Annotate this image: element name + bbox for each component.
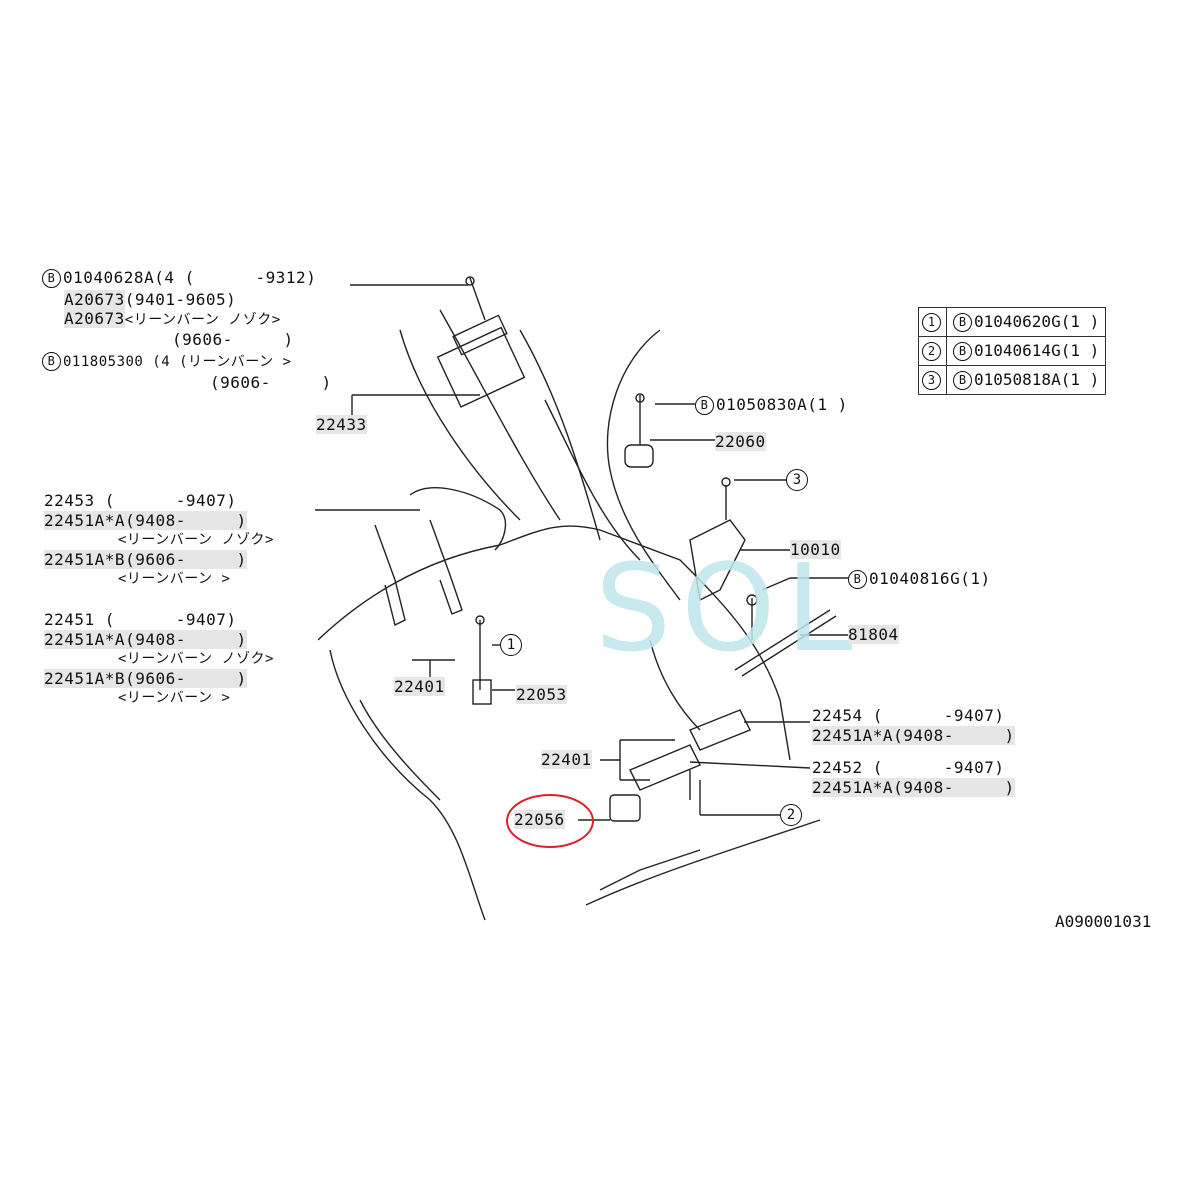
coil-wire-4 bbox=[544, 399, 641, 561]
ignition-coil bbox=[436, 326, 526, 408]
part-label-22401-left: 22401 bbox=[394, 677, 445, 696]
bolt-b-symbol-icon: B bbox=[953, 313, 972, 332]
bolt-label-b2-range: (9606- ) bbox=[210, 373, 332, 392]
coil-wire-1 bbox=[399, 329, 521, 521]
part-label-22451aa-2: 22451A*A(9408- ) bbox=[44, 630, 247, 649]
ref-marker-3: 3 bbox=[786, 469, 808, 491]
coil-wire-3 bbox=[519, 329, 601, 541]
part-label-22451: 22451 ( -9407) bbox=[44, 610, 237, 629]
clip-22053 bbox=[472, 679, 492, 705]
watermark-logo: SOL bbox=[595, 540, 863, 679]
engine-left-contour bbox=[359, 699, 441, 801]
part-label-10010: 10010 bbox=[790, 540, 841, 559]
part-label-22401-right: 22401 bbox=[541, 750, 592, 769]
knock-sensor-cable bbox=[606, 329, 681, 601]
part-label-22451aa-1-note: <リーンバーン ノゾク> bbox=[118, 532, 274, 548]
bolt-b-symbol-icon: B bbox=[695, 396, 714, 415]
document-code: A090001031 bbox=[1055, 912, 1152, 931]
part-label-22060: 22060 bbox=[715, 432, 766, 451]
ref-marker-2: 2 bbox=[780, 804, 802, 826]
bracket-10010 bbox=[689, 519, 746, 602]
engine-block-outline bbox=[317, 525, 791, 761]
part-label-22451aa-1: 22451A*A(9408- ) bbox=[44, 511, 247, 530]
engine-block-outline-lower bbox=[329, 649, 486, 921]
part-label-22453: 22453 ( -9407) bbox=[44, 491, 237, 510]
part-label-a20673-2-range: (9606- ) bbox=[172, 330, 294, 349]
part-label-22451ab-1: 22451A*B(9606- ) bbox=[44, 550, 247, 569]
bolt-b-symbol-icon: B bbox=[42, 269, 61, 288]
crank-angle-sensor-22056 bbox=[609, 794, 641, 822]
ref-number-icon: 1 bbox=[922, 313, 941, 332]
part-label-22451aa-2-note: <リーンバーン ノゾク> bbox=[118, 651, 274, 667]
ref-number-icon: 2 bbox=[922, 342, 941, 361]
bolt-b-symbol-icon: B bbox=[953, 371, 972, 390]
part-label-a20673-2: A20673<リーンバーン ノゾク> bbox=[64, 309, 281, 328]
part-label-22451ab-2: 22451A*B(9606- ) bbox=[44, 669, 247, 688]
part-label-22452: 22452 ( -9407) bbox=[812, 758, 1005, 777]
part-label-22451ab-2-note: <リーンバーン > bbox=[118, 690, 231, 706]
ref-number-icon: 3 bbox=[922, 371, 941, 390]
part-label-22451aa-3: 22451A*A(9408- ) bbox=[812, 726, 1015, 745]
bolt-b-symbol-icon: B bbox=[848, 570, 867, 589]
ref-marker-1: 1 bbox=[500, 634, 522, 656]
knock-sensor-22060 bbox=[624, 444, 654, 468]
harness-strap-81804 bbox=[734, 609, 837, 677]
highlight-circle-22056 bbox=[506, 794, 594, 848]
part-label-22451aa-4: 22451A*A(9408- ) bbox=[812, 778, 1015, 797]
part-label-22451ab-1-note: <リーンバーン > bbox=[118, 571, 231, 587]
coil-wire-2 bbox=[439, 309, 561, 521]
engine-mid-contour bbox=[599, 849, 701, 891]
part-label-22053: 22053 bbox=[516, 685, 567, 704]
fuel-injector-left-1 bbox=[374, 524, 406, 627]
engine-bottom-contour bbox=[585, 819, 821, 906]
bolt-b-symbol-icon: B bbox=[42, 352, 61, 371]
part-label-81804: 81804 bbox=[848, 625, 899, 644]
injector-harness-left bbox=[409, 487, 507, 551]
bolt-b-symbol-icon: B bbox=[953, 342, 972, 361]
part-label-a20673-1: A20673(9401-9605) bbox=[64, 290, 237, 309]
fuel-injector-left-2 bbox=[429, 519, 463, 615]
ignition-coil-top bbox=[452, 314, 508, 356]
fuel-injector-right-1 bbox=[629, 744, 701, 791]
fuel-injector-right-2 bbox=[689, 709, 751, 751]
part-label-22433: 22433 bbox=[316, 415, 367, 434]
part-label-22454: 22454 ( -9407) bbox=[812, 706, 1005, 725]
injector-harness-right bbox=[649, 639, 701, 731]
